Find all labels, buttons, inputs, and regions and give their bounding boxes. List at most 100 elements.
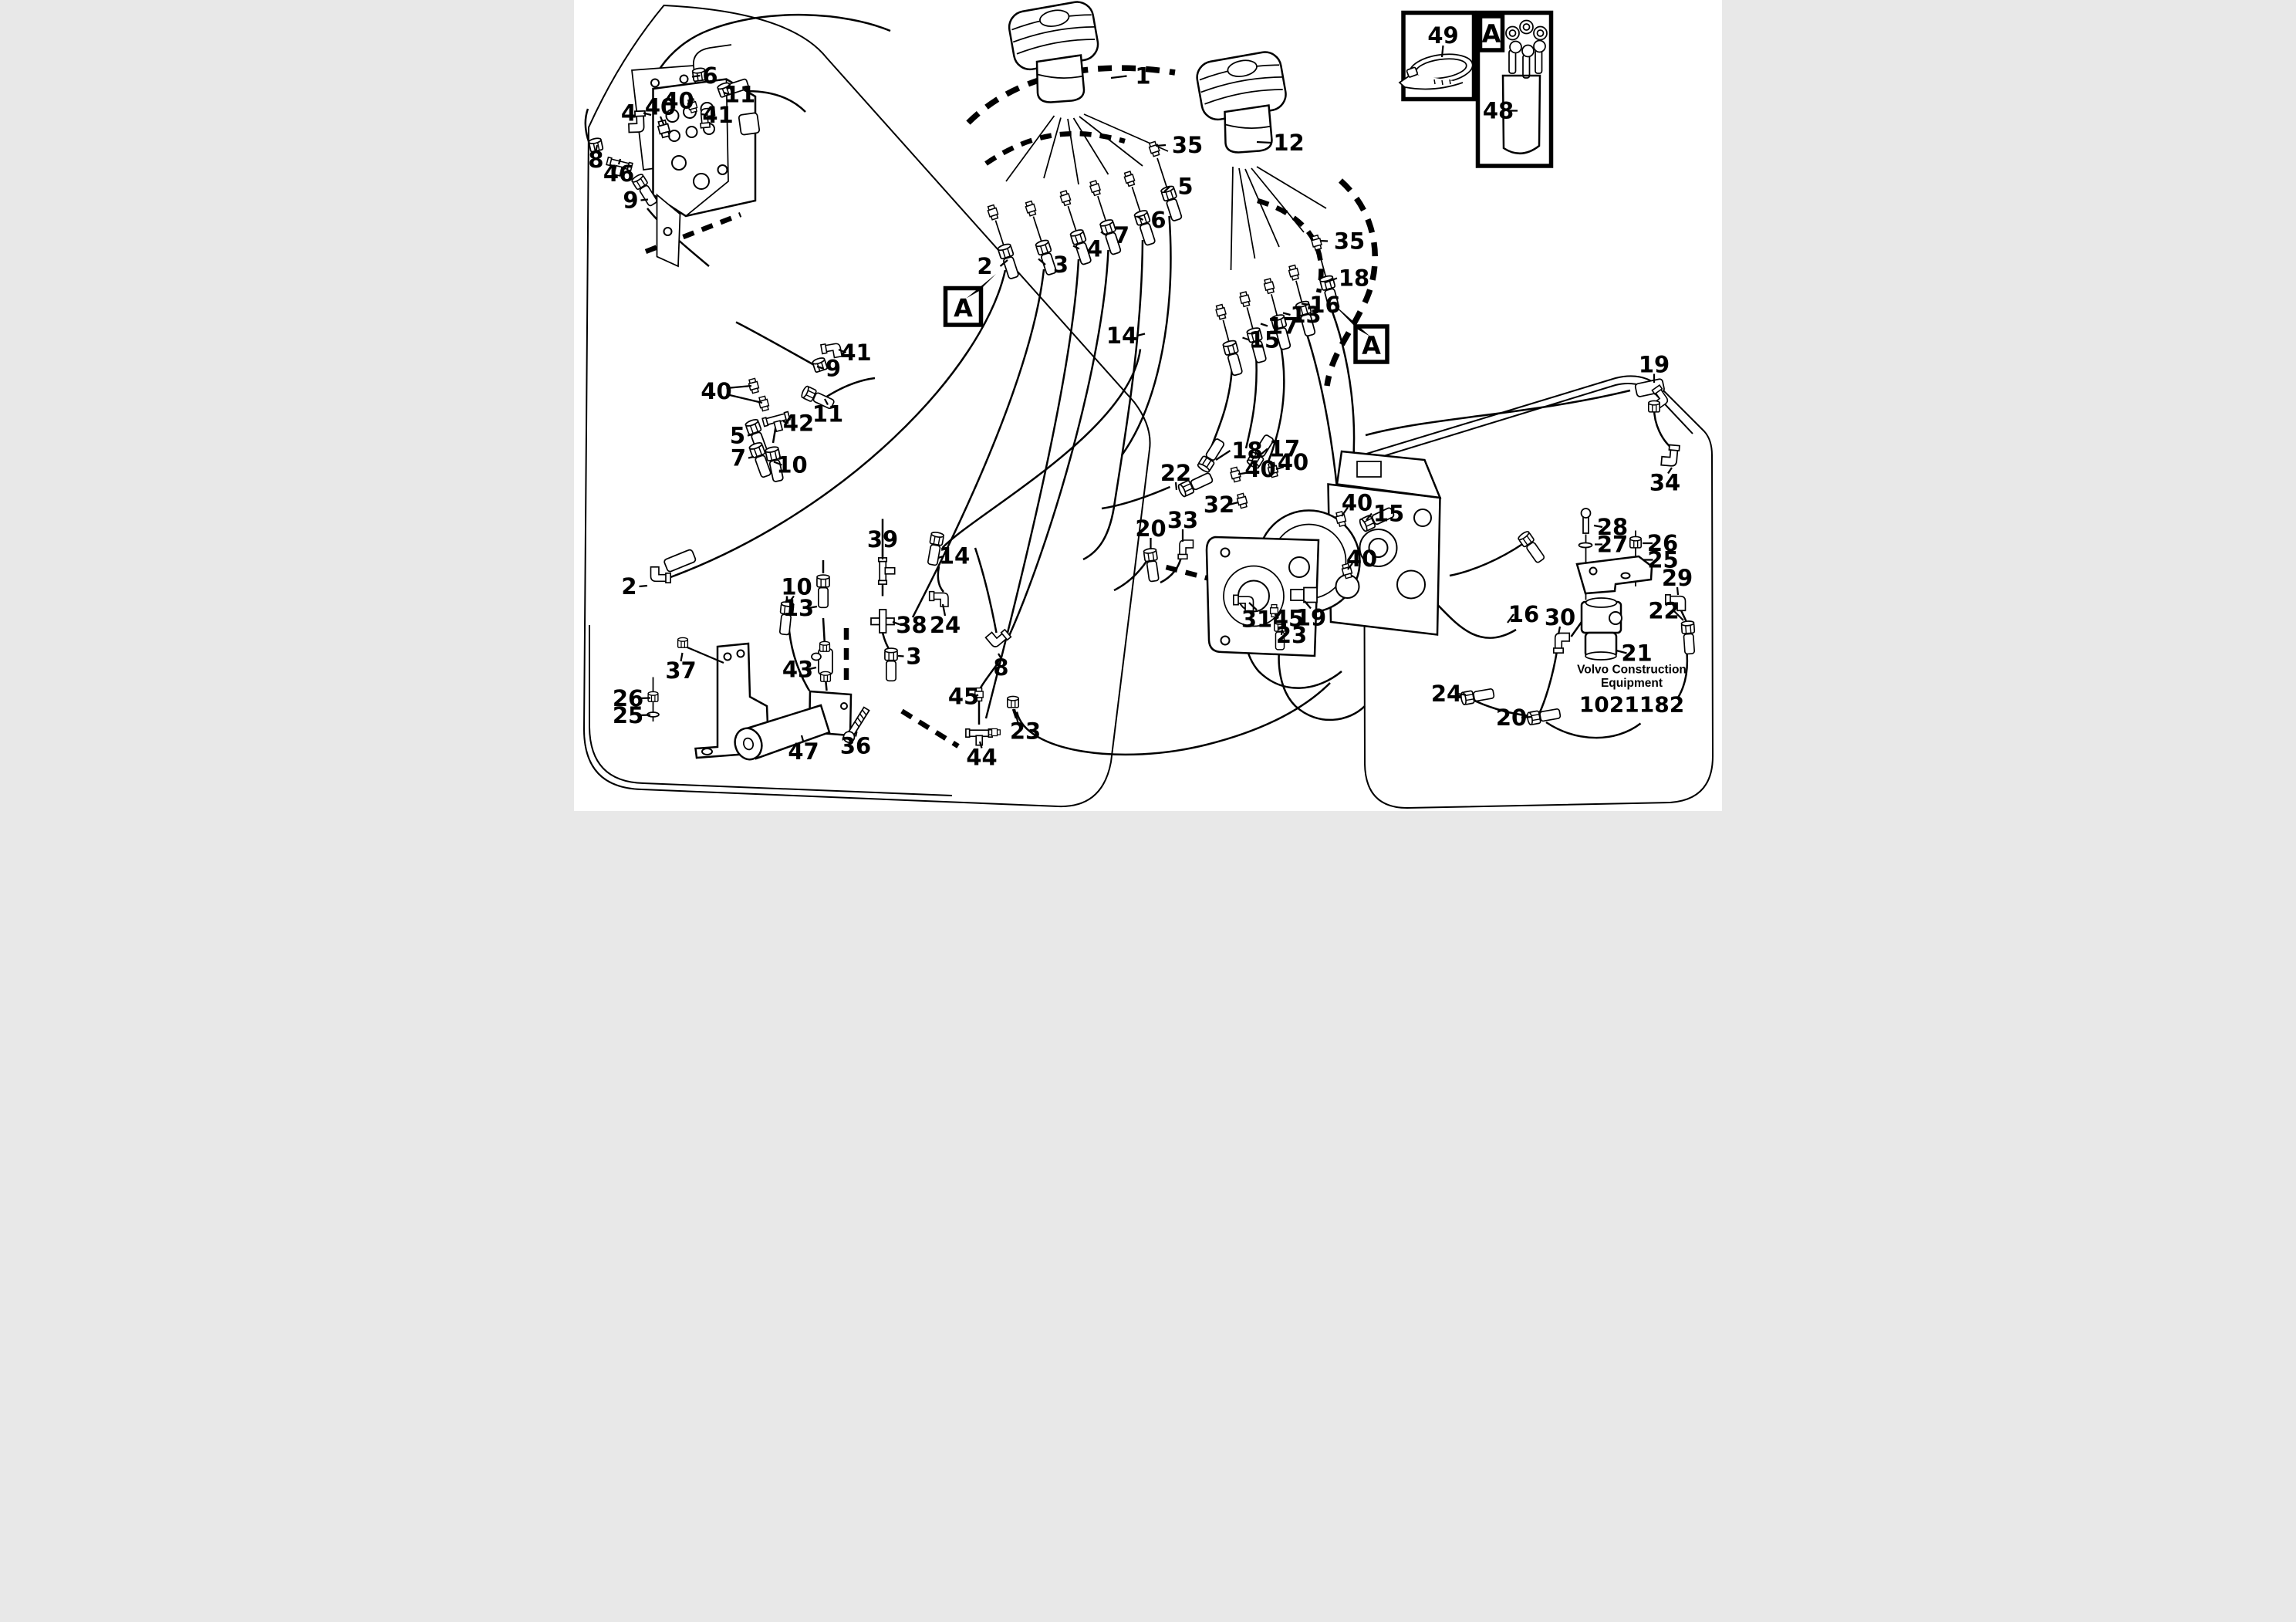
callout-2-33: 2 <box>621 573 636 600</box>
callout-22-73: 22 <box>1648 598 1679 624</box>
callout-leader-40-59 <box>1341 506 1349 517</box>
callout-leader-14-15 <box>1136 333 1146 337</box>
hose-19-elbow <box>1634 378 1671 413</box>
callout-26-37: 26 <box>613 685 643 711</box>
callout-leader-40-27 <box>726 393 763 404</box>
callout-24-77: 24 <box>1431 681 1462 707</box>
callout-leader-40-17 <box>659 116 665 126</box>
callout-1-0: 1 <box>1135 63 1150 90</box>
callout-23-65: 23 <box>1276 622 1307 648</box>
callout-leader-46-23 <box>617 158 622 165</box>
callout-3-2: 3 <box>1053 252 1069 278</box>
callout-leader-40-53 <box>1275 465 1285 471</box>
callout-leader-13-12 <box>1282 312 1291 316</box>
callout-leader-2-1 <box>999 259 1008 267</box>
callout-leader-37-36 <box>680 652 684 662</box>
callout-leader-10-34 <box>789 595 795 602</box>
callout-leader-3-46 <box>897 654 904 657</box>
callout-4-16: 4 <box>621 100 636 127</box>
callout-leader-1-0 <box>1110 75 1127 79</box>
callout-leader-41-21 <box>701 113 708 117</box>
callout-leader-40-27 <box>726 384 752 390</box>
callout-40-59: 40 <box>1342 490 1373 516</box>
callout-leader-40-18 <box>687 101 693 106</box>
joystick-1 <box>1005 0 1102 103</box>
callout-11-20: 11 <box>724 82 755 108</box>
callout-19-64: 19 <box>1295 605 1326 631</box>
callout-13-12: 13 <box>1290 302 1321 328</box>
callout-16-11: 16 <box>1309 292 1340 318</box>
callout-8-22: 8 <box>588 147 603 173</box>
callout-leader-45-63 <box>1274 613 1279 620</box>
callout-12-8: 12 <box>1273 130 1304 156</box>
cluster-2-fittings <box>1214 234 1342 377</box>
callout-leader-6-19 <box>691 74 701 78</box>
callout-leader-22-73 <box>1673 610 1684 621</box>
callout-leader-26-37 <box>637 697 651 700</box>
callout-leader-44-49 <box>978 741 983 748</box>
callout-leader-45-48 <box>973 694 979 698</box>
section-marker-box-1 <box>1353 324 1389 364</box>
callout-6-5: 6 <box>1150 207 1166 233</box>
callout-leader-18-10 <box>1325 277 1338 284</box>
accumulator-assembly <box>647 549 870 761</box>
callout-24-45: 24 <box>930 612 961 638</box>
callout-38-44: 38 <box>896 612 927 638</box>
callout-leader-15-14 <box>1242 336 1250 341</box>
callout-20-58: 20 <box>1135 515 1166 542</box>
callout-37-36: 37 <box>665 657 696 684</box>
callout-41-21: 41 <box>702 102 733 128</box>
callout-35-7: 35 <box>1172 132 1203 158</box>
callout-18-10: 18 <box>1339 265 1369 292</box>
callout-5-6: 5 <box>1177 174 1193 200</box>
callout-17-13: 17 <box>1268 313 1298 340</box>
callout-32-56: 32 <box>1204 492 1234 518</box>
callout-leader-7-31 <box>748 455 755 459</box>
callout-leader-29-72 <box>1676 586 1680 596</box>
callout-leader-5-30 <box>747 433 753 437</box>
callout-leader-24-77 <box>1456 692 1467 696</box>
callout-40-54: 40 <box>1244 456 1275 482</box>
floor-panel-left <box>582 4 1151 808</box>
callout-36-41: 36 <box>840 733 871 759</box>
callout-leader-20-78 <box>1521 715 1532 719</box>
callout-leader-13-35 <box>808 605 818 610</box>
callout-leader-23-65 <box>1280 629 1284 636</box>
callout-10-32: 10 <box>776 452 807 478</box>
servo-valve <box>587 44 761 268</box>
callout-17-52: 17 <box>1269 436 1300 462</box>
callout-45-48: 45 <box>948 684 979 710</box>
callout-4-3: 4 <box>1087 236 1102 262</box>
callout-7-31: 7 <box>731 445 746 471</box>
callout-2-1: 2 <box>977 253 992 279</box>
hoses <box>584 14 1689 756</box>
callout-leader-12-8 <box>1256 140 1271 144</box>
callout-22-55: 22 <box>1160 460 1191 486</box>
section-marker-box-0 <box>943 286 984 327</box>
callout-leader-40-54 <box>1237 471 1251 475</box>
callout-10-34: 10 <box>781 574 812 600</box>
inset-section-a: A <box>1482 19 1501 49</box>
callout-leader-3-2 <box>1038 258 1046 265</box>
callout-leader-4-3 <box>1072 245 1080 250</box>
check-valve-43 <box>811 640 833 682</box>
callout-leader-4-16 <box>643 112 652 117</box>
callout-leader-23-50 <box>1013 708 1020 725</box>
callout-leader-25-38 <box>637 714 651 717</box>
section-marker-A-1: A <box>1362 331 1381 360</box>
callout-leader-21-74 <box>1616 649 1627 654</box>
callout-leader-31-62 <box>1248 602 1258 611</box>
callout-leader-19-64 <box>1304 600 1312 610</box>
hose-bundle-art <box>1501 19 1548 154</box>
callout-20-78: 20 <box>1496 705 1527 731</box>
callout-41-25: 41 <box>840 340 871 366</box>
callout-23-50: 23 <box>1010 718 1041 745</box>
callout-40-27: 40 <box>701 378 731 404</box>
callout-6-19: 6 <box>702 63 718 89</box>
section-marker-wedge-1 <box>1329 300 1370 336</box>
cluster-1-fittings <box>986 140 1184 281</box>
inset-hose-wrap: A 48 <box>1475 10 1554 168</box>
callout-leader-34-67 <box>1667 467 1673 475</box>
figure-number: 1021182 <box>1579 692 1684 718</box>
